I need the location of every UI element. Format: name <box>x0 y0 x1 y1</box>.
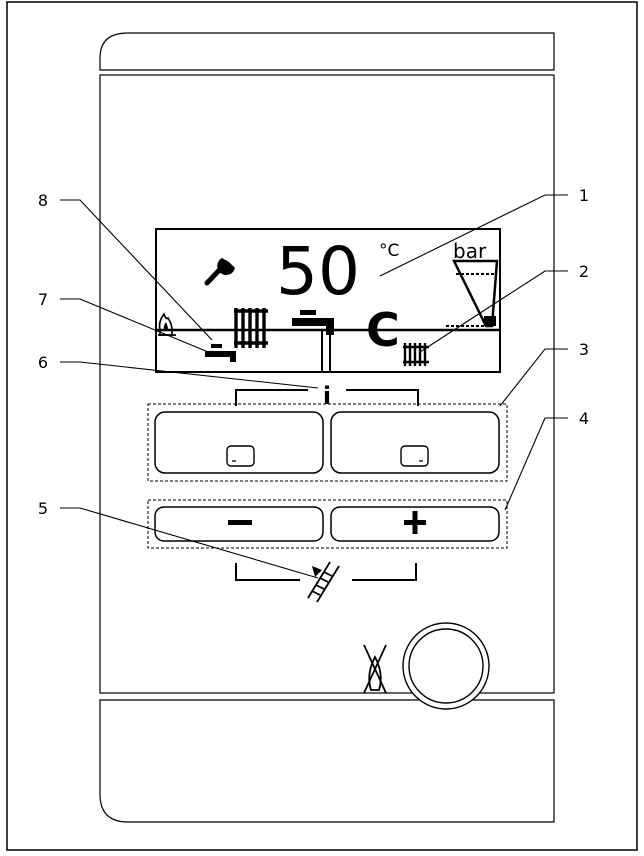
callout-7: 7 <box>38 290 48 309</box>
leader-5 <box>60 507 319 579</box>
plus-button[interactable] <box>330 506 500 542</box>
panel-body <box>99 74 555 694</box>
bottom-cover <box>99 699 555 823</box>
callout-1: 1 <box>579 186 589 205</box>
figure-frame <box>6 1 638 851</box>
top-lid <box>99 32 555 71</box>
info-bracket: i <box>235 382 419 410</box>
adjust-group-outline <box>147 499 508 549</box>
softkey-right-radiator-icon <box>403 343 429 366</box>
plus-icon <box>404 511 426 534</box>
leader-4 <box>504 417 568 511</box>
temperature-unit: °C <box>379 241 399 261</box>
chimney-sweep-icon <box>307 561 340 603</box>
pressure-unit-label: bar <box>453 239 487 263</box>
lcd-display: 50 °C bar <box>155 228 501 373</box>
callout-numbers: 1 2 3 4 5 6 7 8 <box>38 186 589 518</box>
leader-3 <box>499 348 568 407</box>
tap-icon <box>292 310 334 335</box>
pressure-gauge-icon <box>446 259 499 328</box>
callout-2: 2 <box>579 262 589 281</box>
callout-3: 3 <box>579 340 589 359</box>
main-switch-knob[interactable] <box>402 622 490 710</box>
power-symbol-icon <box>363 644 387 694</box>
leader-2 <box>419 270 568 353</box>
leader-1 <box>379 194 568 277</box>
callout-4: 4 <box>579 409 589 428</box>
callout-leaders <box>60 194 568 579</box>
softkey-left-tap-icon <box>205 344 236 362</box>
mode-letter: C <box>366 303 400 357</box>
callout-5: 5 <box>38 499 48 518</box>
softkey-group-outline <box>147 403 508 482</box>
callout-8: 8 <box>38 191 48 210</box>
leader-7 <box>60 298 214 355</box>
temperature-value: 50 <box>276 233 360 310</box>
leader-8 <box>60 199 213 341</box>
chimney-sweep-bracket <box>235 563 417 581</box>
softkey-left-button[interactable] <box>154 411 324 474</box>
wrench-icon <box>204 255 235 286</box>
info-label: i <box>323 382 331 410</box>
minus-button[interactable] <box>154 506 324 542</box>
radiator-icon <box>234 308 268 348</box>
leader-6 <box>60 361 319 389</box>
callout-6: 6 <box>38 353 48 372</box>
minus-icon <box>228 520 252 525</box>
softkey-right-button[interactable] <box>330 411 500 474</box>
